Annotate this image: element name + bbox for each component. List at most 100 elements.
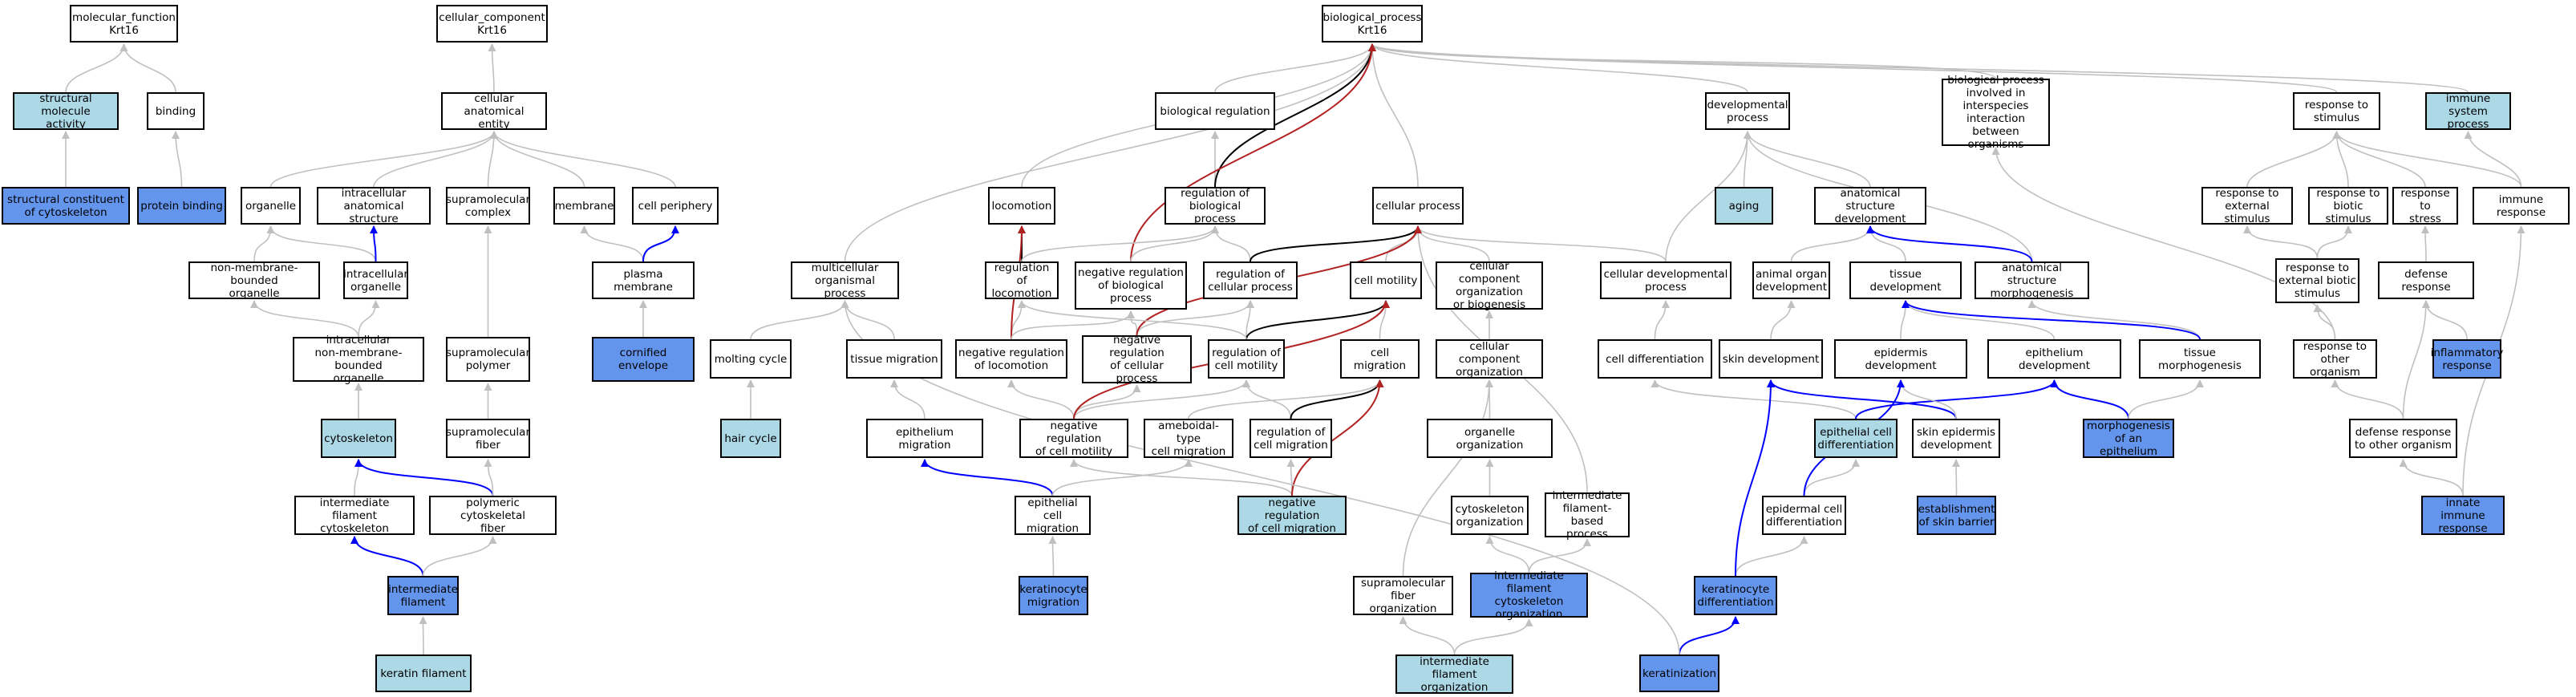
tissue-migration-node: tissue migration [846,339,942,379]
bp-root-node: biological_process Krt16 [1322,5,1423,43]
edge-epithelium_dev-to-tissue_dev [1902,300,2056,340]
edge-resp_biotic-to-resp_stim [2332,131,2349,188]
edge-if_cytoskel_org-to-if_based [1528,538,1591,573]
cellular-process-node: cellular process [1372,187,1464,225]
regulation-of-cell-migration-node: regulation of cell migration [1250,419,1332,458]
aging-node: aging [1715,187,1773,225]
edge-epith_cell_mig-to-epith_migration [921,459,1054,496]
edge-inflammatory-to-defense_resp [2422,300,2468,340]
edge-neg_reg_cell_mig-to-neg_reg_motility [1070,459,1293,496]
edge-defense_resp-to-resp_stress [2421,225,2430,262]
edge-animal_organ-to-anat_dev [1790,225,1874,262]
edge-reg_locomotion-to-reg_bio_proc [1021,225,1219,262]
defense-response-node: defense response [2378,261,2474,299]
keratin-filament-node: keratin filament [375,654,472,692]
edge-bio_reg-to-bp_root [1214,43,1376,93]
epithelium-development-node: epithelium development [1987,339,2121,379]
edge-intra_org-to-organelle [266,225,377,262]
response-to-stimulus-node: response to stimulus [2293,92,2380,130]
edge-skin_epid_dev-to-skin_dev [1767,379,1957,419]
edge-anat_dev-to-dev_process [1744,131,1871,188]
edge-resp_stim-to-bp_root [1368,43,2338,93]
polymeric-cytoskeletal-fiber-node: polymeric cytoskeletal fiber [429,496,557,535]
non-membrane-bounded-organelle-node: non-membrane-bounded organelle [188,261,320,300]
intermediate-filament-cytoskeleton-node: intermediate filament cytoskeleton [294,496,415,535]
regulation-of-cellular-process-node: regulation of cellular process [1203,261,1298,299]
edge-resp_ext_biotic-to-resp_biotic [2316,225,2352,259]
establishment-of-skin-barrier-node: establishment of skin barrier [1917,496,1996,535]
edge-dev_process-to-bp_root [1368,43,1748,93]
supramolecular-fiber-node: supramolecular fiber [446,419,530,458]
edge-polymeric_fiber-to-cytoskeleton [354,459,494,496]
edge-neg_reg_bio-to-reg_bio_proc [1130,225,1219,262]
edge-resp_ext_biotic-to-resp_ext [2243,225,2319,259]
edge-immune_sys-to-bp_root [1368,43,2469,93]
edge-plasma_mem-to-membrane [580,225,644,262]
edge-multicell-to-bp_root [844,43,1376,262]
interspecies-interaction-node: biological process involved in interspec… [1942,74,2050,151]
cellular-component-organization-or-biogenesis-node: cellular component organization or bioge… [1436,260,1543,311]
immune-response-node: immune response [2473,187,2570,225]
supramolecular-complex-node: supramolecular complex [446,187,530,225]
edge-immune_resp-to-immune_sys [2464,131,2522,188]
epidermis-development-node: epidermis development [1834,339,1967,379]
mf-root-node: molecular_function Krt16 [70,5,178,43]
edge-molting-to-multicell [750,300,849,340]
intracellular-organelle-node: intracellular organelle [343,261,408,299]
keratinocyte-migration-node: keratinocyte migration [1019,576,1088,615]
edge-immune_resp-to-resp_stim [2332,131,2522,188]
protein-binding-node: protein binding [137,187,226,225]
edge-neg_reg_cell_mig-to-cell_migration [1291,379,1384,496]
response-to-external-stimulus-node: response to external stimulus [2201,187,2293,225]
response-to-biotic-stimulus-node: response to biotic stimulus [2308,187,2388,225]
intermediate-filament-based-process-node: intermediate filament-based process [1545,489,1630,541]
structural-molecule-activity-node: structural molecule activity [13,92,119,131]
organelle-organization-node: organelle organization [1427,419,1553,458]
edge-reg_cell_motility-to-cell_motility [1245,300,1390,340]
edge-nonmem_org-to-organelle [253,225,275,262]
edge-resp_ext-to-resp_stim [2246,131,2341,188]
cellular-developmental-process-node: cellular developmental process [1600,261,1732,299]
regulation-of-cell-motility-node: regulation of cell motility [1208,339,1285,379]
immune-system-process-node: immune system process [2425,92,2511,131]
animal-organ-development-node: animal organ development [1752,261,1830,299]
edge-keratin_filament-to-int_filament [419,616,427,655]
edge-cell_motility-to-cellular_proc [1385,225,1422,262]
response-to-stress-node: response to stress [2392,187,2458,225]
organelle-node: organelle [241,187,301,225]
edge-if_cytoskel_org-to-cytoskel_org [1485,536,1530,573]
epidermal-cell-differentiation-node: epidermal cell differentiation [1762,496,1846,535]
negative-regulation-of-biological-process-node: negative regulation of biological proces… [1075,261,1187,310]
edge-cellular_proc-to-bp_root [1368,43,1419,188]
edge-cell_diff-to-cell_dev_proc [1654,300,1670,340]
supramolecular-fiber-organization-node: supramolecular fiber organization [1353,576,1453,615]
edge-kerat_diff-to-skin_dev [1735,379,1775,577]
morphogenesis-of-an-epithelium-node: morphogenesis of an epithelium [2083,419,2174,458]
hair-cycle-node: hair cycle [720,419,781,458]
epithelial-cell-migration-node: epithelial cell migration [1015,496,1091,535]
edge-intra_nonmem-to-nonmem_org [250,300,359,338]
intermediate-filament-cytoskeleton-organization-node: intermediate filament cytoskeleton organ… [1470,569,1588,621]
edge-organelle-to-cell_anat [269,131,498,188]
edge-morph_epith-to-tissue_morph [2128,379,2204,419]
binding-node: binding [147,92,205,130]
edge-tissue_dev-to-anat_dev [1866,225,1906,262]
edge-tissue_migration-to-multicell [840,300,895,340]
edge-reg_bio_proc-to-bp_root [1214,43,1376,188]
edge-neg_reg_bio-to-bp_root [1130,43,1376,262]
epithelium-migration-node: epithelium migration [866,419,983,458]
cytoskeleton-node: cytoskeleton [321,419,396,458]
skin-development-node: skin development [1719,339,1823,379]
edge-resp_other_org-to-resp_ext_biotic [2313,304,2336,340]
edge-epid_cell_diff-to-epith_cell_diff [1803,459,1860,496]
edge-if_cytoskel-to-cytoskeleton [354,459,363,496]
edge-ameboid-to-cell_migration [1188,379,1384,419]
edge-struct_mol-to-mf_root [65,43,128,93]
edge-cc_org_biog-to-cellular_proc [1414,225,1490,262]
edge-epith_cell_diff-to-cell_diff [1651,379,1857,419]
edge-if_org-to-if_cytoskel_org [1453,618,1533,655]
cornified-envelope-node: cornified envelope [592,337,695,382]
edge-resp_stress-to-resp_stim [2332,131,2426,188]
edge-neg_reg_loco-to-neg_reg_bio [1011,310,1135,340]
